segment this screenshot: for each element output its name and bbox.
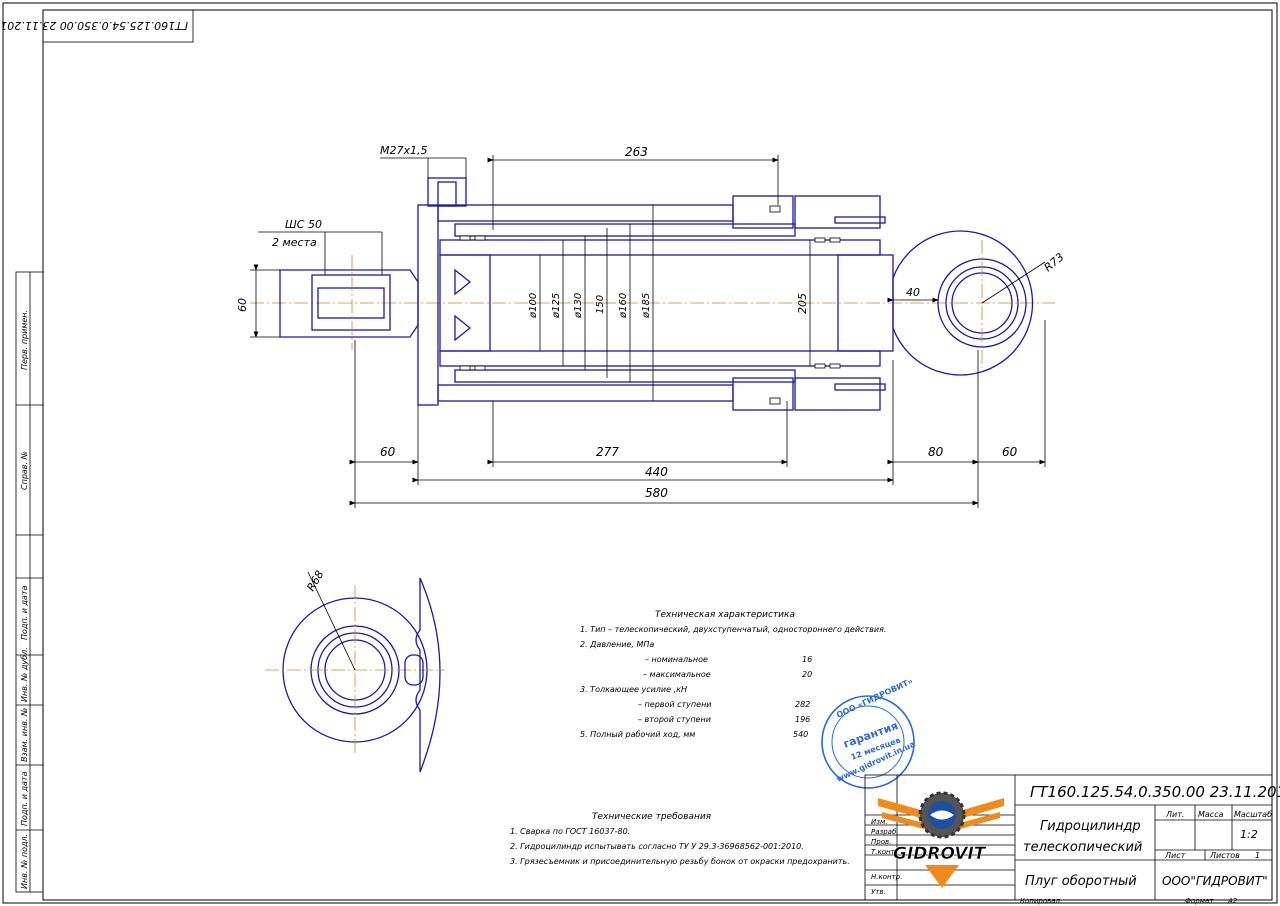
dim-r68: R68 (304, 568, 326, 593)
tr-line1: 1. Сварка по ГОСТ 16037-80. (510, 827, 630, 836)
dim-dia185: ø185 (641, 293, 652, 319)
tr-line2: 2. Гидроцилиндр испытывать согласно ТУ У… (510, 842, 804, 851)
tb-sheets-label: Листов (1209, 851, 1240, 860)
tb-razrab: Разраб. (871, 828, 899, 836)
right-eye (892, 230, 1034, 376)
tb-company: ООО"ГИДРОВИТ" (1162, 874, 1268, 888)
dim-dia160: ø160 (618, 293, 629, 319)
tr-title: Технические требования (592, 812, 712, 822)
stage2-rod-bottom (439, 350, 881, 367)
tr-line3: 3. Грязесъемник и присоединительную резь… (510, 857, 850, 866)
tb-assembly: Плуг оборотный (1025, 874, 1137, 889)
tc-line1: 1. Тип – телескопический, двухступенчаты… (580, 625, 886, 634)
dim-thread: М27х1,5 (380, 144, 428, 157)
dim-r73: R73 (1042, 250, 1067, 274)
dim-40: 40 (906, 286, 920, 299)
tc-title: Техническая характеристика (655, 610, 795, 620)
tb-utv: Утв. (871, 888, 886, 896)
tb-name-line1: Гидроцилиндр (1040, 819, 1141, 834)
tc-line6-label: – первой ступени (638, 700, 712, 709)
dim-dia130: ø130 (573, 293, 584, 319)
dim-dia125: ø125 (551, 293, 562, 319)
tb-tkontr: Т.конт. (871, 848, 897, 856)
side-col-7: Инв. № подл. (20, 834, 29, 889)
dimensions: М27х1,5 263 ШС 50 2 места 60 ø100 ø125 ø… (236, 144, 1067, 508)
side-view-plate (415, 577, 441, 773)
warranty-seal: ООО «ГИДРОВИТ» гарантия 12 месяцев www.g… (821, 676, 917, 789)
tc-line3-value: 16 (802, 655, 812, 664)
dim-580: 580 (645, 486, 668, 500)
tb-copied: Копировал (1020, 897, 1061, 905)
side-col-2: Справ. № (20, 451, 29, 490)
tc-line6-value: 282 (795, 700, 810, 709)
dim-dia100: ø100 (528, 293, 539, 319)
tc-line7-label: – второй ступени (638, 715, 711, 724)
dim-60-right: 60 (1002, 445, 1018, 459)
tb-prov: Пров. (871, 838, 891, 846)
tech-requirements: Технические требования 1. Сварка по ГОСТ… (510, 812, 850, 866)
side-col-5: Взам. инв. № (20, 708, 29, 762)
tb-lit: Лит. (1165, 810, 1184, 819)
outer-barrel-bottom (437, 384, 734, 402)
title-block: Изм. Разраб. Пров. Т.конт. Н.контр. Утв.… (864, 774, 1280, 905)
tc-line5: 3. Толкающее усилие ,кН (580, 685, 687, 694)
cylinder-bottom (417, 204, 439, 406)
corner-stamp: ГТ160.125.54.0.350.00 23.11.2018 (0, 9, 194, 43)
dim-joint-1: ШС 50 (285, 218, 322, 231)
dim-150: 150 (595, 295, 606, 314)
tc-line8-value: 540 (793, 730, 808, 739)
tc-line2: 2. Давление, МПа (580, 640, 654, 649)
tc-line8-label: 5. Полный рабочий ход, мм (580, 730, 695, 739)
logo-text: GIDROVIT (893, 844, 987, 864)
dim-440: 440 (645, 465, 668, 479)
side-col-1: Перв. примен. (20, 310, 29, 370)
piston-head (439, 254, 491, 352)
cylinder-section-view (250, 177, 1055, 411)
side-col-3: Подп. и дата (20, 585, 29, 640)
corner-stamp-text: ГТ160.125.54.0.350.00 23.11.2018 (0, 19, 188, 32)
tb-designation: ГТ160.125.54.0.350.00 23.11.2018 (1030, 783, 1280, 801)
dim-60-height: 60 (236, 298, 249, 312)
dim-277: 277 (596, 445, 619, 459)
dim-80: 80 (928, 445, 944, 459)
seal-top: ООО «ГИДРОВИТ» (835, 676, 914, 719)
side-col-4: Инв. № дубл. (20, 647, 29, 702)
tb-scale-value: 1:2 (1240, 828, 1258, 841)
tb-izm: Изм. (871, 818, 887, 826)
tc-line7-value: 196 (795, 715, 810, 724)
tb-sheets-value: 1 (1255, 851, 1260, 860)
stage2-rod-top (439, 239, 881, 256)
stage1-sleeve-bottom (454, 369, 796, 383)
tb-name-line2: телескопический (1023, 840, 1142, 855)
dim-263: 263 (625, 145, 648, 159)
stage1-sleeve-top (454, 223, 796, 237)
tb-format-value: А2 (1227, 897, 1238, 905)
left-eye-housing (279, 269, 419, 338)
spherical-bearing (311, 274, 391, 331)
tc-line4-value: 20 (802, 670, 812, 679)
dim-joint-2: 2 места (272, 236, 317, 249)
gidrovit-logo: GIDROVIT (878, 791, 1004, 888)
side-col-6: Подп. и дата (20, 771, 29, 826)
tc-line3-label: – номинальное (645, 655, 708, 664)
tech-characteristics: Техническая характеристика 1. Тип – теле… (580, 610, 886, 739)
side-columns: Перв. примен. Справ. № Подп. и дата Инв.… (15, 271, 44, 893)
tb-scale-header: Масштаб (1234, 810, 1272, 819)
tc-line4-label: – максимальное (643, 670, 711, 679)
outer-barrel-top (437, 204, 734, 222)
tb-mass: Масса (1198, 810, 1224, 819)
tb-format-label: Формат (1185, 897, 1214, 905)
gland-bottom (794, 377, 881, 411)
inner-frame (42, 9, 1273, 901)
tb-nkontr: Н.контр. (871, 873, 902, 881)
gland-top (794, 195, 881, 229)
tb-sheet-label: Лист (1164, 851, 1186, 860)
dim-205: 205 (796, 293, 809, 314)
dim-60-left: 60 (380, 445, 396, 459)
side-view: R68 (265, 568, 445, 773)
